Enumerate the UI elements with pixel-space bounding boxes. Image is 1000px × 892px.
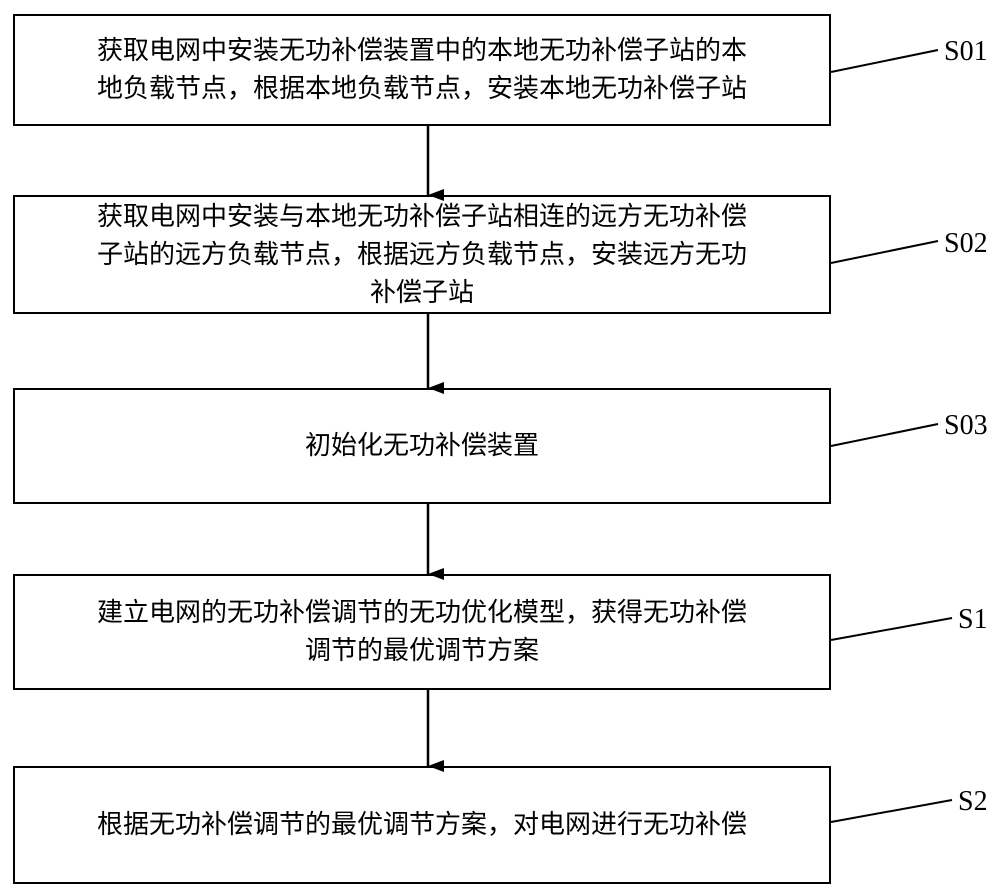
step-s1-line-1: 建立电网的无功补偿调节的无功优化模型，获得无功补偿	[96, 598, 747, 628]
step-label-s2: S2	[958, 786, 988, 817]
step-s1-line-2: 调节的最优调节方案	[304, 636, 539, 666]
step-s2-line-1: 根据无功补偿调节的最优调节方案，对电网进行无功补偿	[96, 810, 747, 840]
leader-line-s02	[830, 240, 939, 264]
step-label-s01: S01	[944, 36, 988, 67]
step-box-s2: 根据无功补偿调节的最优调节方案，对电网进行无功补偿	[13, 766, 831, 884]
step-box-s1: 建立电网的无功补偿调节的无功优化模型，获得无功补偿 调节的最优调节方案	[13, 574, 831, 690]
step-label-s02: S02	[944, 228, 988, 259]
step-s03-line-1: 初始化无功补偿装置	[304, 431, 539, 461]
step-box-s01: 获取电网中安装无功补偿装置中的本地无功补偿子站的本 地负载节点，根据本地负载节点…	[13, 14, 831, 126]
step-box-s03: 初始化无功补偿装置	[13, 388, 831, 504]
step-s01-line-1: 获取电网中安装无功补偿装置中的本地无功补偿子站的本	[96, 36, 747, 66]
step-s02-line-1: 获取电网中安装与本地无功补偿子站相连的远方无功补偿	[96, 201, 747, 232]
step-s02-line-3: 补偿子站	[369, 277, 474, 308]
step-box-s02: 获取电网中安装与本地无功补偿子站相连的远方无功补偿 子站的远方负载节点，根据远方…	[13, 195, 831, 314]
step-s02-line-2: 子站的远方负载节点，根据远方负载节点，安装远方无功	[96, 239, 747, 270]
leader-line-s2	[830, 799, 953, 823]
step-label-s03: S03	[944, 410, 988, 441]
leader-line-s03	[830, 423, 939, 447]
leader-line-s01	[830, 49, 939, 73]
step-label-s1: S1	[958, 604, 988, 635]
step-s01-line-2: 地负载节点，根据本地负载节点，安装本地无功补偿子站	[96, 74, 747, 104]
leader-line-s1	[830, 617, 953, 641]
